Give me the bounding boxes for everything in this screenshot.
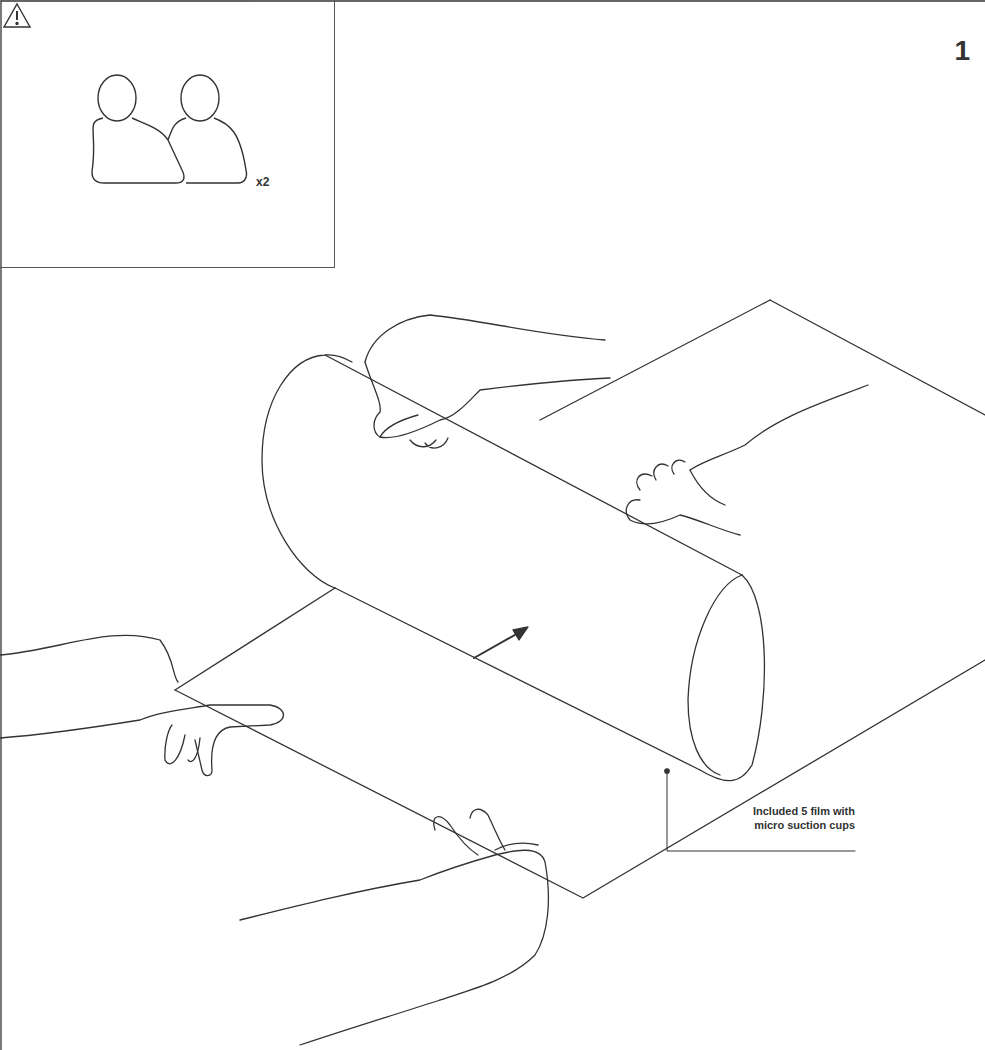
hand <box>0 635 178 682</box>
leader-line <box>667 771 855 851</box>
warning-triangle <box>4 4 30 27</box>
warning-mark <box>16 23 18 25</box>
person-body <box>92 118 184 183</box>
finger <box>188 738 200 762</box>
thumb <box>495 843 538 850</box>
roll-top-line <box>325 355 742 575</box>
finger <box>434 809 505 855</box>
hand <box>626 500 740 535</box>
person-head <box>98 75 136 121</box>
direction-arrow <box>474 632 520 658</box>
step-number: 1 <box>930 36 970 67</box>
film-edge <box>175 588 335 690</box>
hand <box>365 362 610 438</box>
roll-end <box>262 355 352 588</box>
finger <box>637 460 685 490</box>
frame-line <box>0 1 1 1050</box>
callout-text: Included 5 film with micro suction cups <box>730 804 855 833</box>
person-count: x2 <box>256 175 269 189</box>
roll-end <box>700 575 764 781</box>
film-sheet <box>175 660 985 898</box>
film-sheet <box>770 300 985 415</box>
frame-line <box>1 0 985 1</box>
hand <box>690 470 725 505</box>
film-sheet-edge <box>540 300 770 420</box>
roll-end <box>688 575 742 775</box>
roll-bottom-line <box>335 588 700 770</box>
finger <box>410 438 448 448</box>
warning-mark <box>16 11 18 20</box>
hand <box>365 315 605 362</box>
hand <box>300 1000 440 1045</box>
finger <box>165 725 185 764</box>
hand <box>0 705 284 776</box>
person-head <box>181 75 219 121</box>
arrow-head <box>513 627 528 640</box>
warning-panel: x2 <box>0 0 335 268</box>
hand <box>690 385 868 470</box>
warning-icons <box>0 0 335 268</box>
hand <box>380 415 418 437</box>
person-body <box>168 118 247 183</box>
hand <box>240 850 548 1000</box>
